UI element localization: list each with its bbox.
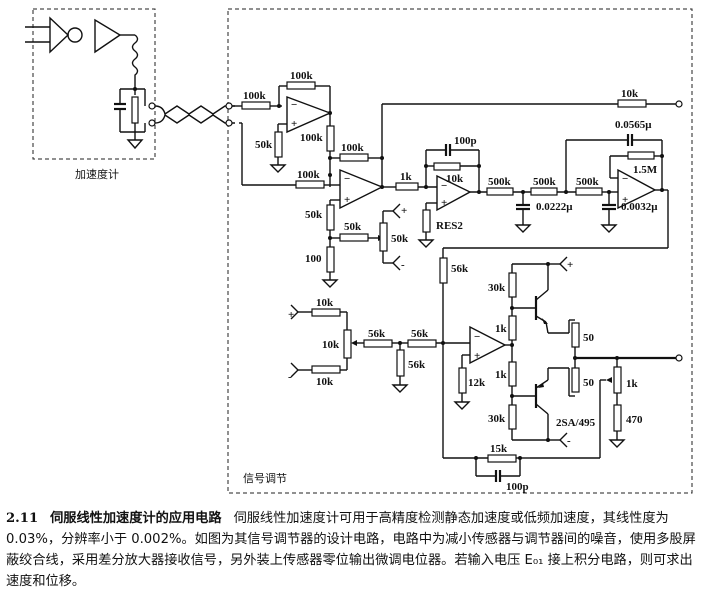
r-zero-bottom-label: 10k: [316, 376, 334, 388]
r-56k-vertical-label: 56k: [451, 263, 469, 275]
opamp4-inv: −: [622, 173, 628, 185]
lowpass-filter-stage: 500k 0.0222μ 500k 0.0565μ 500k 0.0032μ −…: [443, 119, 669, 249]
r-out-long-label: 10k: [621, 88, 639, 100]
npn-transistor: [512, 264, 569, 334]
c-f2-label: 0.0032μ: [621, 201, 658, 213]
caption-number: 2.11: [6, 511, 39, 526]
r-ground-label: 100: [305, 253, 322, 265]
r-12k-label: 12k: [468, 377, 486, 389]
res2-label: RES2: [436, 220, 463, 232]
accelerometer-box: [32, 8, 156, 160]
r-bias-bottom-label: 50k: [305, 209, 323, 221]
r-f2-label: 500k: [533, 176, 557, 188]
zero-supply-minus: -: [288, 371, 292, 383]
r-fb3-label: 1.5M: [633, 164, 658, 176]
signal-conditioning-label: 信号调节: [243, 472, 287, 485]
r-fb2-label: 10k: [446, 173, 464, 185]
r-50-top-label: 50: [583, 332, 595, 344]
caption-body: 伺服线性加速度计可用于高精度检测静态加速度或低频加速度，其线性度为 0.03%，…: [6, 511, 696, 589]
zero-supply-plus: +: [288, 309, 294, 321]
pot-1k-label: 1k: [626, 378, 639, 390]
r-f1-label: 500k: [488, 176, 512, 188]
shielded-twisted-cable: [154, 102, 235, 127]
r-series-label: 1k: [400, 171, 413, 183]
driver-supply-minus: -: [567, 435, 571, 447]
r-30k-top-label: 30k: [488, 282, 506, 294]
gain-stage: 100p 10k − + RES2: [417, 135, 487, 248]
signal-conditioning-box: [227, 8, 693, 494]
r-zero-top-label: 10k: [316, 297, 334, 309]
caption-title: 伺服线性加速度计的应用电路: [50, 511, 222, 526]
pnp-transistor: [512, 367, 569, 440]
r-1k-b-label: 1k: [495, 369, 508, 381]
circuit-schematic: 加速度计 信号调节 100k: [25, 8, 693, 494]
pot-zero-label: 10k: [322, 339, 340, 351]
r-56k-c-label: 56k: [408, 359, 426, 371]
opamp1-inv: −: [291, 99, 297, 111]
opamp4-noninv: +: [622, 194, 628, 206]
pot-trim-label: 50k: [391, 233, 409, 245]
trim-supply-minus: -: [401, 259, 405, 271]
r-fb-top-label: 100k: [290, 70, 314, 82]
zero-adjust-network: + 10k 10k 10k - 56k 56k 56k: [288, 297, 470, 393]
accelerometer-sensor: [25, 16, 156, 150]
r-1k-a-label: 1k: [495, 323, 508, 335]
r-sum-label: 100k: [341, 142, 365, 154]
c-fb3-label: 0.0565μ: [615, 119, 652, 131]
opamp3-inv: −: [441, 180, 447, 192]
c-fb2-label: 100p: [454, 135, 477, 147]
opamp2-noninv: +: [344, 194, 350, 206]
r-15k-label: 15k: [490, 443, 508, 455]
figure-caption: 2.11 伺服线性加速度计的应用电路伺服线性加速度计可用于高精度检测静态加速度或低…: [6, 508, 698, 592]
r-out-top-label: 100k: [300, 132, 324, 144]
r-f3-label: 500k: [576, 176, 600, 188]
r-trim-label: 50k: [344, 221, 362, 233]
r-in-bottom-label: 100k: [297, 169, 321, 181]
r-50-bottom-label: 50: [583, 377, 595, 389]
differential-amplifier-stage: 100k 100k − + 50k 100k 100k 100k: [232, 70, 683, 288]
opamp1-noninv: +: [291, 118, 297, 130]
opamp5-noninv: +: [474, 350, 480, 362]
trim-supply-plus: +: [401, 205, 407, 217]
c-100p-bottom-label: 100p: [506, 481, 529, 493]
r-56k-a-label: 56k: [368, 328, 386, 340]
r-30k-bottom-label: 30k: [488, 413, 506, 425]
driver-supply-plus: +: [567, 259, 573, 271]
opamp2-inv: −: [344, 173, 350, 185]
r-bias-top-label: 50k: [255, 139, 273, 151]
r-in-top-label: 100k: [243, 90, 267, 102]
opamp5-inv: −: [474, 331, 480, 343]
opamp3-noninv: +: [441, 197, 447, 209]
output-driver-stage: 56k − + 12k + 30k 1k 1k 30k: [439, 248, 683, 493]
r-470-label: 470: [626, 414, 643, 426]
c-f1-label: 0.0222μ: [536, 201, 573, 213]
accelerometer-label: 加速度计: [75, 167, 119, 181]
transistor-label: 2SA/495: [556, 417, 596, 429]
r-56k-b-label: 56k: [411, 328, 429, 340]
